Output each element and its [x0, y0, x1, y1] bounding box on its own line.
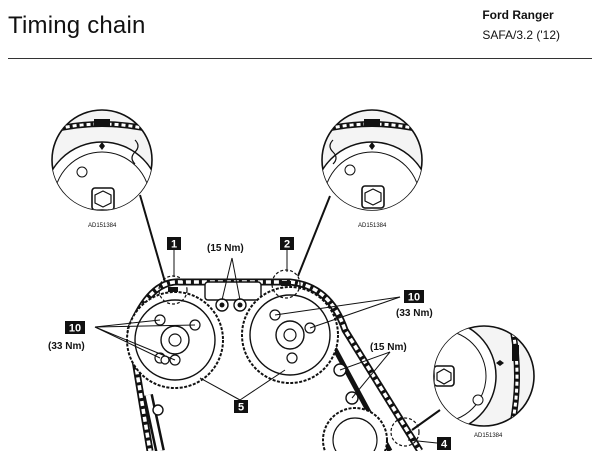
svg-text:2: 2 [284, 239, 290, 251]
page-title: Timing chain [8, 12, 146, 39]
inset-left-cam-mark: AD151384 [51, 109, 153, 229]
vehicle-engine-code: SAFA/3.2 ('12) [482, 28, 560, 42]
right-cam-sprocket [241, 286, 339, 384]
inset-left-code: AD151384 [88, 223, 117, 229]
vehicle-info: Ford Ranger SAFA/3.2 ('12) [482, 8, 560, 42]
svg-text:1: 1 [171, 239, 177, 251]
torque-label-right-10: (33 Nm) [396, 308, 433, 319]
torque-label-top: (15 Nm) [207, 243, 244, 254]
left-cam-sprocket [126, 291, 224, 389]
leader-inset-left [139, 194, 166, 283]
callout-1: 1 [167, 237, 181, 251]
vehicle-make-model: Ford Ranger [482, 8, 554, 22]
svg-text:10: 10 [69, 323, 81, 335]
callout-2: 2 [280, 237, 294, 251]
svg-text:4: 4 [441, 439, 448, 451]
leader-inset-lower [411, 409, 441, 431]
header-divider [8, 58, 592, 59]
svg-text:10: 10 [408, 292, 420, 304]
page-header: Timing chain Ford Ranger SAFA/3.2 ('12) [0, 0, 600, 58]
torque-label-left-10: (33 Nm) [48, 341, 85, 352]
callout-4: 4 [437, 437, 451, 451]
inset-lower-code: AD151384 [474, 433, 503, 439]
torque-label-right: (15 Nm) [370, 342, 407, 353]
callout-10-right: 10 [404, 290, 424, 304]
inset-right-code: AD151384 [358, 223, 387, 229]
callout-5: 5 [234, 400, 248, 414]
svg-text:5: 5 [238, 402, 244, 414]
inset-right-cam-mark: AD151384 [321, 109, 423, 229]
callout-10-left: 10 [65, 321, 85, 335]
inset-lower-crank-mark: AD151384 [433, 325, 535, 439]
leader-inset-right [297, 195, 331, 277]
timing-assembly [126, 269, 423, 451]
